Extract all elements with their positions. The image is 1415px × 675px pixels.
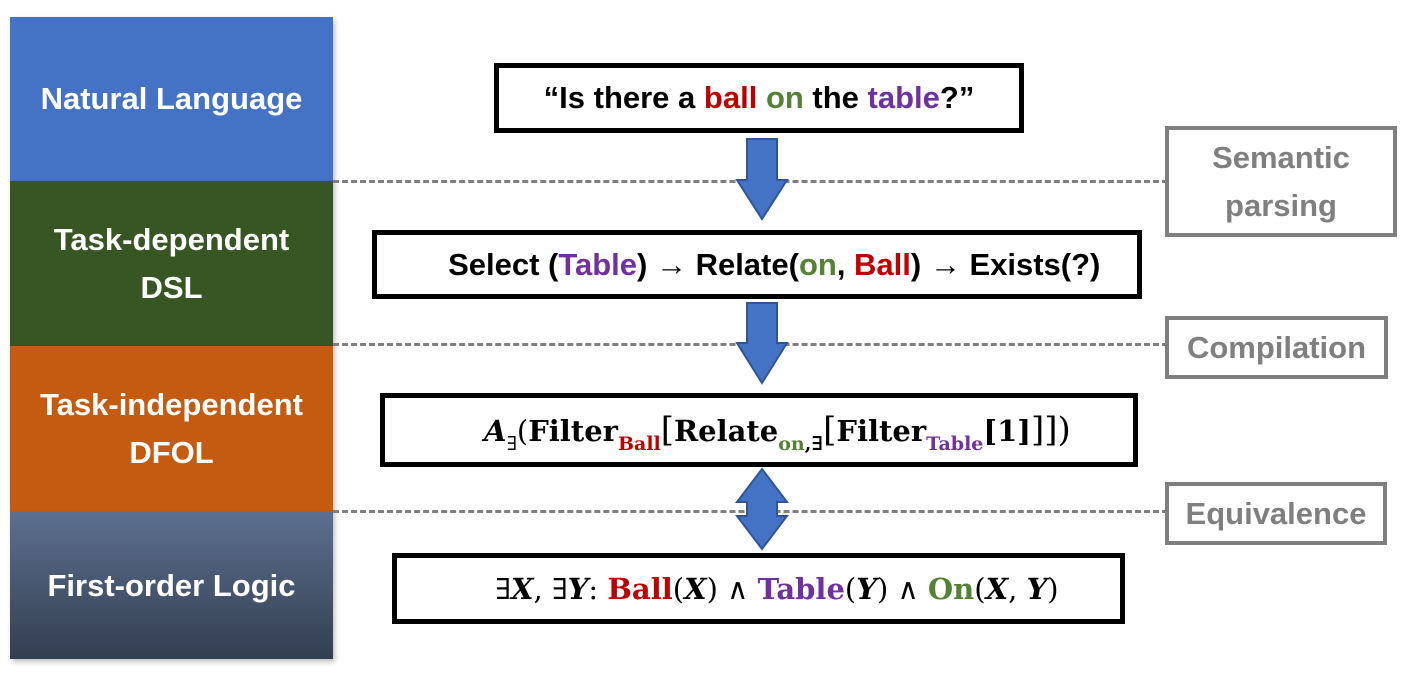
question-text-2 [757,80,766,115]
dfol-relate-sub-on: on [778,433,805,455]
dfol-bracket-1: [ [660,410,675,450]
fol-y: Y [567,571,589,606]
question-on: on [765,80,804,115]
dfol-filter-2: Filter [836,414,927,448]
dfol-expression-box: A∃(FilterBall[Relateon,∃[FilterTable[1]]… [380,393,1138,467]
arrow-down-1 [735,138,789,221]
natural-language-box: “Is there a ball on the table?” [494,63,1024,133]
dsl-close-1: ) [637,246,656,282]
question-text-1: Is there a [559,80,704,115]
dsl-table: Table [558,246,638,282]
level-dsl-label-line1: Task-dependent [53,221,290,257]
arrow-double [734,467,790,551]
level-natural-language: Natural Language [10,17,333,181]
fol-table: Table [757,571,845,606]
question-ball: ball [703,80,758,115]
fol-comma: , ∃ [533,571,568,606]
fol-x: X [511,571,534,606]
dfol-relate-sub-rest: ,∃ [804,433,824,455]
dsl-ball: Ball [854,246,911,282]
dsl-relate: Relate( [686,246,799,282]
dsl-close-2: ) [910,246,930,282]
dsl-comma: , [836,246,855,282]
step-semantic-line2: parsing [1225,187,1337,223]
level-dfol-label-line1: Task-independent [40,387,303,422]
step-equivalence: Equivalence [1165,482,1387,545]
fol-formula-box: ∃X, ∃Y: Ball(X) ∧ Table(Y) ∧ On(X, Y) [392,553,1125,624]
dfol-closing: ]]) [1031,410,1071,450]
dfol-filter-1-sub: Ball [617,433,661,455]
fol-p3-var-2: Y [1026,571,1048,606]
level-dfol-label-line2: DFOL [129,435,214,470]
fol-p1-close: ) ∧ [706,571,758,606]
dsl-arrow-1: → [655,246,687,282]
fol-colon: : [588,571,608,606]
dsl-arrow-2: → [929,246,961,282]
dsl-on: on [798,246,837,282]
question-open-quote: “ [543,80,560,115]
level-first-order-logic: First-order Logic [10,512,333,659]
fol-p3-open: ( [974,571,986,606]
step-semantic-parsing: Semantic parsing [1165,126,1397,237]
level-task-dependent-dsl: Task-dependent DSL [10,181,333,346]
fol-exists-x: ∃ [495,571,511,606]
fol-ball: Ball [607,571,673,606]
dfol-a: A [484,414,507,448]
fol-p1-var: X [684,571,707,606]
dfol-open-paren: ( [516,414,529,448]
dfol-filter-1: Filter [528,414,618,448]
fol-on: On [927,571,975,606]
step-compilation-label: Compilation [1186,329,1367,365]
arrow-down-2 [735,302,789,385]
dfol-filter-2-sub: Table [926,433,984,455]
level-task-independent-dfol: Task-independent DFOL [10,346,333,512]
step-equivalence-label: Equivalence [1185,495,1367,531]
fol-p2-var: Y [856,571,877,606]
level-natural-language-label: Natural Language [40,81,303,116]
question-text-3: the [803,80,868,115]
question-table: table [867,80,940,115]
fol-p2-close: ) ∧ [876,571,928,606]
fol-p1-open: ( [672,571,685,606]
dfol-bracket-2: [ [823,410,837,450]
dsl-exists: Exists(?) [960,246,1101,282]
dfol-inner: [1] [983,414,1032,448]
fol-p2-open: ( [844,571,857,606]
step-compilation: Compilation [1165,316,1388,379]
step-semantic-line1: Semantic [1212,139,1350,175]
question-text-4: ?” [939,80,975,115]
dsl-select: Select ( [448,246,559,282]
level-fol-label: First-order Logic [47,567,296,603]
dfol-a-sub: ∃ [506,433,517,455]
dsl-program-box: Select (Table) → Relate(on, Ball) → Exis… [372,230,1142,299]
dfol-relate: Relate [674,414,779,448]
level-dsl-label-line2: DSL [140,269,203,305]
fol-p3-mid: , [1008,571,1027,606]
fol-p3-var-1: X [985,571,1009,606]
fol-p3-close: ) [1047,571,1059,606]
